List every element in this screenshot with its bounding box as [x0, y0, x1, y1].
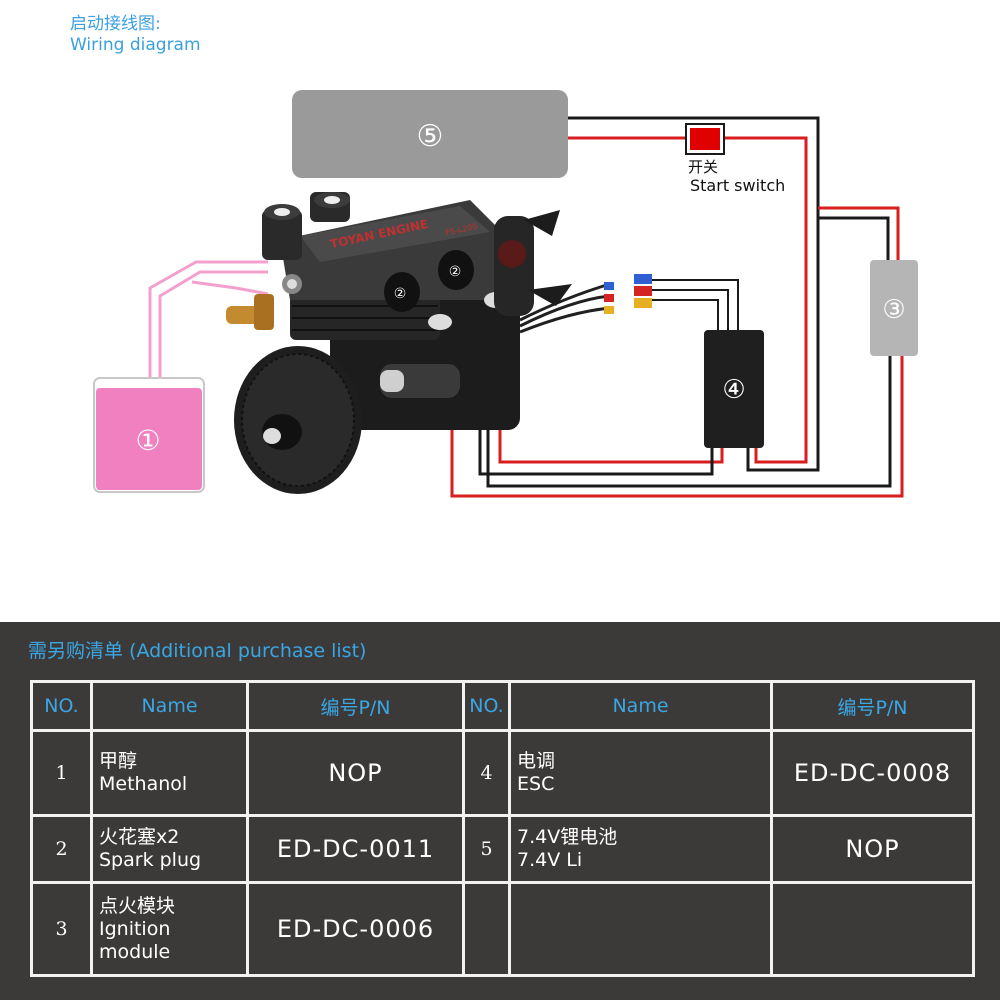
wire-esc-lead-3	[650, 299, 719, 332]
row-3-pn-left: ED-DC-0006	[246, 881, 465, 977]
header-pn-left: 编号P/N	[246, 680, 465, 732]
wire-ignition-black-top	[818, 216, 890, 264]
connectors	[604, 274, 652, 314]
row-3-name-left-cn: 点火模块	[99, 894, 176, 917]
fuel-line-1	[148, 260, 268, 384]
wire-switch-red-out	[724, 136, 808, 464]
table-header-row: NO. Name 编号P/N NO. Name 编号P/N	[30, 680, 975, 732]
component-2-number-a: ②	[394, 286, 407, 302]
wiring-diagram: ⑤ 开关 Start switch ③ ④ ①	[93, 90, 918, 498]
row-1-name-right-cn: 电调	[517, 750, 556, 772]
purchase-list-panel: 需另购清单 (Additional purchase list) NO. Nam…	[0, 622, 1000, 1000]
fuel-line-3	[191, 280, 269, 296]
title-en: Wiring diagram	[70, 35, 201, 55]
component-3-number: ③	[882, 295, 905, 325]
header-name-right: Name	[508, 680, 773, 732]
row-1-name-right-en: ESC	[517, 773, 555, 795]
wire-esc-red	[498, 350, 724, 464]
ignition-module-box: ③	[870, 260, 918, 356]
engine: TOYAN ENGINE FS-L200 ② ②	[226, 192, 572, 494]
header-no-right: NO.	[462, 680, 511, 732]
row-3-no-left: 3	[30, 881, 93, 977]
fuel-line-2	[158, 270, 268, 384]
row-3-no-right	[462, 881, 511, 977]
component-2-number-b: ②	[449, 264, 462, 280]
component-4-number: ④	[722, 375, 745, 405]
row-2-no-left: 2	[30, 814, 93, 884]
diagram-title: 启动接线图: Wiring diagram	[70, 14, 201, 56]
battery-box: ⑤	[292, 90, 568, 178]
row-2-pn-right: NOP	[770, 814, 975, 884]
row-1-pn-left: NOP	[246, 729, 465, 817]
header-name-left: Name	[90, 680, 249, 732]
switch-label-cn: 开关	[688, 158, 718, 176]
header-no-left: NO.	[30, 680, 93, 732]
row-3-name-right	[508, 881, 773, 977]
wire-battery-black-top	[568, 116, 820, 472]
wire-esc-lead-1	[650, 279, 739, 332]
row-1-no-left: 1	[30, 729, 93, 817]
wire-ignition-red-top	[818, 206, 900, 264]
row-3-pn-right	[770, 881, 975, 977]
start-switch: 开关 Start switch	[685, 123, 785, 195]
title-cn: 启动接线图:	[70, 14, 161, 34]
row-1-no-right: 4	[462, 729, 511, 817]
switch-label-en: Start switch	[690, 176, 785, 195]
row-2-no-right: 5	[462, 814, 511, 884]
row-2-name-right-en: 7.4V Li	[517, 849, 583, 871]
row-1-name-left-cn: 甲醇	[99, 750, 138, 772]
row-2-name-left-en: Spark plug	[99, 849, 202, 871]
fuel-tank: ①	[93, 377, 205, 493]
row-2-pn-left: ED-DC-0011	[246, 814, 465, 884]
motor-leads	[519, 282, 611, 334]
esc-box: ④	[704, 330, 764, 448]
header-pn-right: 编号P/N	[770, 680, 975, 732]
component-5-number: ⑤	[417, 119, 444, 154]
row-2-name-left-cn: 火花塞x2	[99, 826, 180, 848]
row-3-name-left-en: Ignition module	[99, 917, 171, 963]
component-1-number: ①	[135, 424, 160, 457]
wire-esc-lead-2	[650, 289, 729, 332]
row-1-pn-right: ED-DC-0008	[770, 729, 975, 817]
row-1-name-left-en: Methanol	[99, 773, 188, 795]
purchase-list-title: 需另购清单 (Additional purchase list)	[28, 640, 367, 662]
row-2-name-right-cn: 7.4V锂电池	[517, 826, 618, 848]
